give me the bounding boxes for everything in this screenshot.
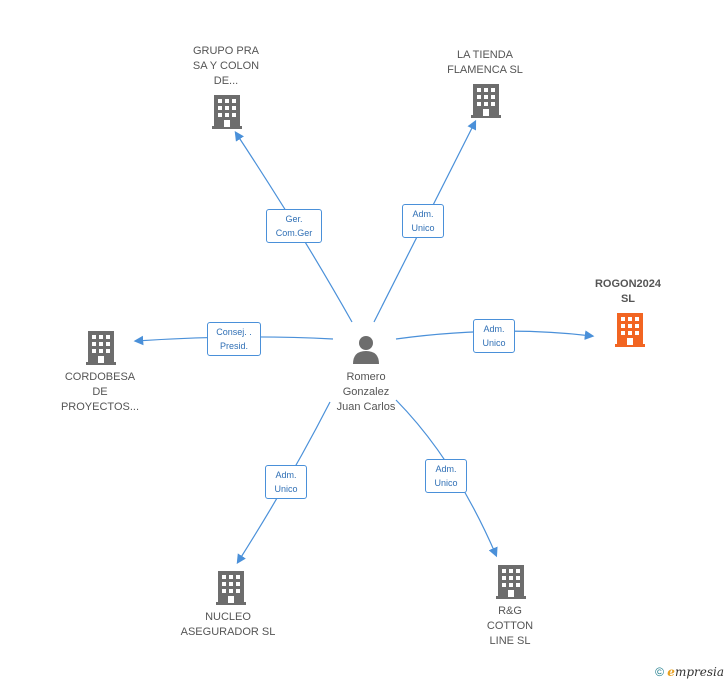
building-icon-rg[interactable] — [496, 565, 526, 604]
company-label-rogon[interactable]: ROGON2024 SL — [594, 278, 662, 305]
building-icon-rogon[interactable] — [615, 313, 645, 352]
building-icon-nucleo[interactable] — [216, 571, 246, 610]
building-icon-cordobesa[interactable] — [86, 331, 116, 370]
person-icon[interactable] — [351, 334, 381, 369]
company-label-grupo[interactable]: GRUPO PRA SA Y COLON DE... — [192, 45, 260, 87]
role-label-rg: Adm. Unico — [425, 459, 467, 493]
company-label-nucleo[interactable]: NUCLEO ASEGURADOR SL — [180, 611, 276, 638]
role-label-nucleo: Adm. Unico — [265, 465, 307, 499]
role-label-grupo: Ger. Com.Ger — [266, 209, 322, 243]
role-label-cordobesa: Consej. . Presid. — [207, 322, 261, 356]
building-icon-grupo[interactable] — [212, 95, 242, 134]
company-label-tienda[interactable]: LA TIENDA FLAMENCA SL — [447, 49, 523, 76]
company-label-rg[interactable]: R&G COTTON LINE SL — [486, 605, 534, 647]
company-label-cordobesa[interactable]: CORDOBESA DE PROYECTOS... — [60, 371, 140, 413]
copyright-icon: © — [655, 665, 664, 679]
center-person-name[interactable]: Romero Gonzalez Juan Carlos — [336, 371, 396, 413]
copyright-brand[interactable]: © empresia — [655, 665, 724, 679]
building-icon-tienda[interactable] — [471, 84, 501, 123]
role-label-tienda: Adm. Unico — [402, 204, 444, 238]
brand-logo: empresia — [667, 665, 724, 679]
role-label-rogon: Adm. Unico — [473, 319, 515, 353]
